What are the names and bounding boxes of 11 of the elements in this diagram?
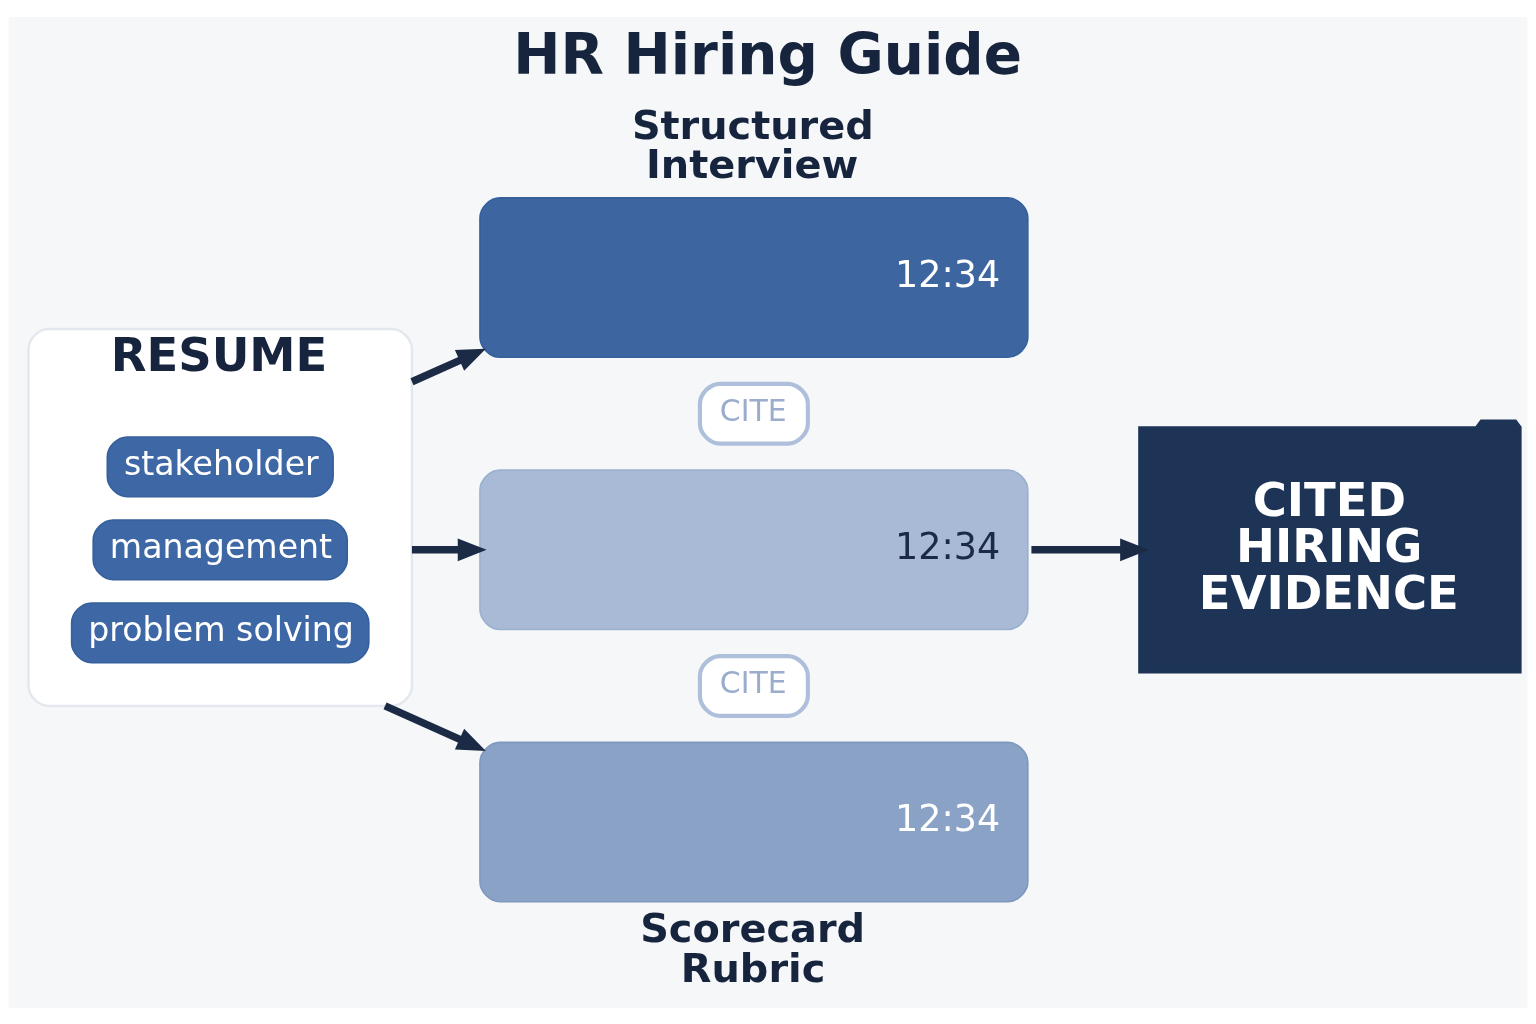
diagram-title: HR Hiring Guide <box>513 21 1022 87</box>
node-label: Scorecard Rubric <box>640 904 866 991</box>
node-box: management <box>92 518 349 581</box>
arrow <box>383 701 486 751</box>
arrow <box>411 538 487 561</box>
node-box: problem solving <box>70 601 370 664</box>
node-box: CITE <box>697 381 810 446</box>
node-box: CITE <box>697 653 810 718</box>
node-box: stakeholder <box>106 435 334 498</box>
node-label: Structured Interview <box>631 101 874 187</box>
arrow <box>410 348 486 385</box>
